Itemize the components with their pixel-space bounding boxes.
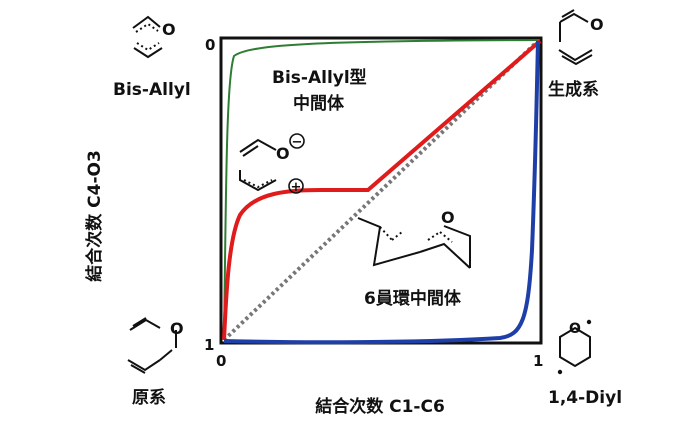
green-curve [223,39,539,341]
corner-diyl-label: 1,4-Diyl [548,388,622,408]
chair-ring-structure [357,217,471,269]
plus-charge-symbol: + [291,180,302,195]
chair-oxygen: O [441,208,455,227]
bis-allyl-oxygen: O [162,20,176,39]
radical-dot-top [586,319,592,325]
blue-curve [223,40,540,345]
y-axis-title: 結合次数 C4-O3 [84,150,105,282]
six-ring-intermediate-label: 6員環中間体 [364,288,462,309]
diagonal-dotted-line [222,39,540,342]
red-curve [222,39,542,341]
tick-0-top: 0 [205,36,215,54]
corner-reactant-label: 原系 [132,388,166,408]
tick-0-bottom: 0 [216,352,226,370]
zwitterion-structure [239,138,277,192]
radical-dot-bottom [557,369,563,375]
corner-product-label: 生成系 [548,79,599,100]
bis-allyl-structure [132,15,163,59]
diyl-ring-structure [559,326,591,368]
tick-1-left: 1 [204,336,214,354]
reactant-structure [127,317,177,374]
minus-charge-circle [289,133,305,149]
minus-charge-symbol: − [292,135,303,150]
diyl-oxygen: O [569,321,581,337]
reactant-oxygen: O [170,319,184,338]
product-oxygen: O [590,15,604,34]
tick-1-right: 1 [533,352,543,370]
bis-allyl-intermediate-line1: Bis-Allyl型 [272,67,367,88]
plus-charge-circle [288,178,304,194]
corner-bis-allyl-label: Bis-Allyl [113,80,191,100]
product-structure [558,9,593,66]
zwitterion-oxygen: O [276,144,290,163]
bis-allyl-intermediate-line2: 中間体 [293,93,345,114]
x-axis-title: 結合次数 C1-C6 [315,396,445,417]
